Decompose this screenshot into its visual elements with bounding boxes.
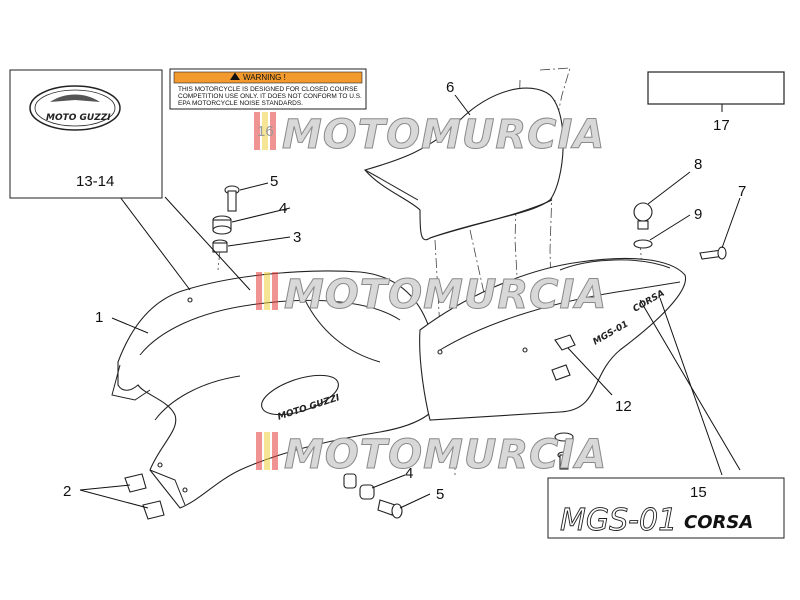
screw-right-lower <box>557 451 571 470</box>
screw-7 <box>699 246 727 260</box>
warning-line-1: THIS MOTORCYCLE IS DESIGNED FOR CLOSED C… <box>178 86 358 93</box>
decal-model: MGS-01 <box>560 503 677 538</box>
callout-labels: 1 2 3 4 5 6 7 8 9 12 13-14 15 16 17 4 5 <box>63 79 746 503</box>
part-17-box <box>647 71 785 105</box>
callout-17: 17 <box>713 117 730 134</box>
warning-line-3: EPA MOTORCYCLE NOISE STANDARDS. <box>178 100 303 107</box>
clip-2 <box>124 473 165 520</box>
callout-12: 12 <box>615 398 632 415</box>
callout-1: 1 <box>95 309 103 326</box>
seat-pad <box>364 87 564 241</box>
screw-5-lower <box>377 499 403 519</box>
decal-variant: CORSA <box>684 512 753 533</box>
screw-5-upper <box>224 185 240 212</box>
watermark-3: MOTOMURCIA <box>256 432 607 479</box>
grommet-3 <box>212 239 228 253</box>
warning-line-2: COMPETITION USE ONLY. IT DOES NOT CONFOR… <box>178 93 362 100</box>
warning-label: WARNING ! THIS MOTORCYCLE IS DESIGNED FO… <box>169 68 367 110</box>
callout-5: 5 <box>270 173 278 190</box>
washer-9 <box>633 239 653 249</box>
logo-badge-box: MOTO GUZZI <box>9 69 163 199</box>
tank-logo-badge <box>261 374 339 416</box>
decal-box: MGS-01 CORSA <box>547 477 785 539</box>
tank-cover: MOTO GUZZI <box>111 270 442 509</box>
callout-13-14: 13-14 <box>76 173 114 190</box>
callout-15: 15 <box>690 484 707 501</box>
callout-8: 8 <box>694 156 702 173</box>
washer-right-lower <box>554 432 574 442</box>
watermark-text-1: MOTOMURCIA <box>282 112 605 158</box>
callout-5-lower: 5 <box>436 486 444 503</box>
bushing-4-upper <box>212 215 232 235</box>
callout-7: 7 <box>738 183 746 200</box>
watermark-text-3: MOTOMURCIA <box>284 432 607 478</box>
watermark-text-2: MOTOMURCIA <box>284 272 607 318</box>
leader-lines <box>65 94 741 516</box>
callout-4-lower: 4 <box>405 465 413 482</box>
clip-12 <box>551 334 576 381</box>
callout-4: 4 <box>279 200 287 217</box>
callout-6: 6 <box>446 79 454 96</box>
watermark-1: MOTOMURCIA <box>254 112 605 159</box>
callout-3: 3 <box>293 229 301 246</box>
watermark-2: MOTOMURCIA <box>256 272 607 319</box>
logo-badge-text: MOTO GUZZI <box>46 113 111 123</box>
bushing-4-lower <box>343 473 375 500</box>
tail-section: MGS-01 CORSA <box>419 257 687 421</box>
callout-2: 2 <box>63 483 71 500</box>
warning-title: WARNING ! <box>243 73 286 82</box>
callout-16: 16 <box>257 123 274 140</box>
callout-9: 9 <box>694 206 702 223</box>
tie-down-ring-8 <box>633 202 653 230</box>
